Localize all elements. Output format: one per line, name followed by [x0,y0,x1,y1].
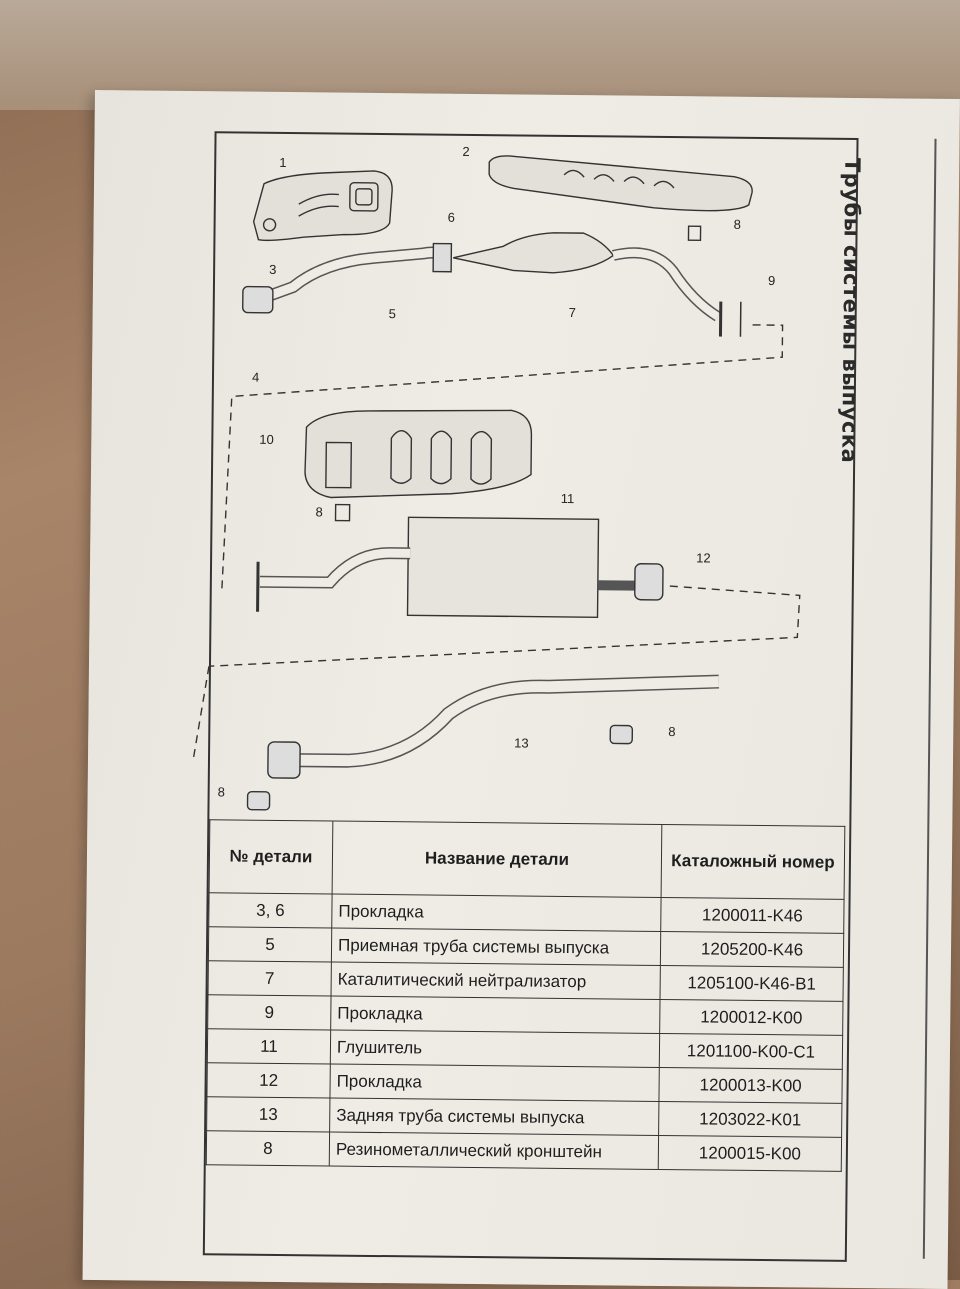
callout-10: 10 [259,432,274,447]
bracket-8-left [247,792,269,810]
part-name: Приемная труба системы выпуска [331,928,660,965]
heat-shield-10 [305,408,532,499]
callout-5: 5 [389,306,396,321]
table-header-row: № детали Название детали Каталожный номе… [209,820,845,900]
gasket-12 [635,564,663,600]
callout-3: 3 [269,262,276,277]
table-row: 8 Резинометаллический кронштейн 1200015-… [206,1131,841,1172]
callout-13: 13 [514,735,529,750]
muffler-11 [408,517,599,617]
flange-3 [243,287,273,313]
gasket-6 [433,244,451,272]
catalog-number: 1200015-K00 [658,1135,841,1171]
callout-2: 2 [462,144,469,159]
callout-6: 6 [448,210,455,225]
part-number: 5 [208,927,331,962]
part-name: Резинометаллический кронштейн [329,1132,658,1169]
catalog-number: 1201100-K00-C1 [659,1033,842,1069]
callout-1: 1 [279,155,286,170]
callout-8-top: 8 [734,217,741,232]
part-name: Прокладка [332,894,661,931]
callout-12: 12 [696,550,711,565]
parts-table: № детали Название детали Каталожный номе… [206,819,846,1172]
part-number: 11 [207,1029,330,1064]
header-part-number: № детали [209,820,333,894]
header-catalog-number: Каталожный номер [661,824,845,899]
catalog-number: 1200012-K00 [660,999,843,1035]
part-number: 3, 6 [209,893,332,928]
part-number: 8 [206,1131,329,1166]
exhaust-system-diagram: 1 2 3 4 5 6 7 8 8 8 8 9 10 11 12 13 [87,90,955,829]
part-name: Прокладка [330,1064,659,1101]
part-name: Глушитель [330,1030,659,1067]
part-number: 13 [207,1097,330,1132]
callout-4: 4 [252,370,259,385]
heat-shield-1 [253,170,392,242]
header-part-name: Название детали [332,821,662,897]
bracket-8-mid [336,505,350,521]
part-number: 12 [207,1063,330,1098]
manual-page: Трубы системы выпуска [83,90,960,1289]
part-name: Задняя труба системы выпуска [330,1098,659,1135]
catalog-number: 1200011-K46 [661,897,844,933]
callout-9: 9 [768,273,775,288]
callout-8-mid: 8 [316,504,323,519]
catalog-number: 1203022-K01 [659,1101,842,1137]
catalog-number: 1205100-K46-B1 [660,965,843,1001]
callout-8-left: 8 [218,784,225,799]
part-number: 9 [208,995,331,1030]
catalog-number: 1205200-K46 [660,931,843,967]
catalytic-converter-7 [453,232,613,274]
part-name: Каталитический нейтрализатор [331,962,660,999]
catalog-number: 1200013-K00 [659,1067,842,1103]
bracket-8-right [610,725,632,743]
heat-shield-2 [489,156,753,211]
bracket-8-top [688,226,700,240]
callout-7: 7 [569,305,576,320]
part-number: 7 [208,961,331,996]
callout-8-right: 8 [668,724,675,739]
callout-11: 11 [561,491,575,506]
part-name: Прокладка [331,996,660,1033]
